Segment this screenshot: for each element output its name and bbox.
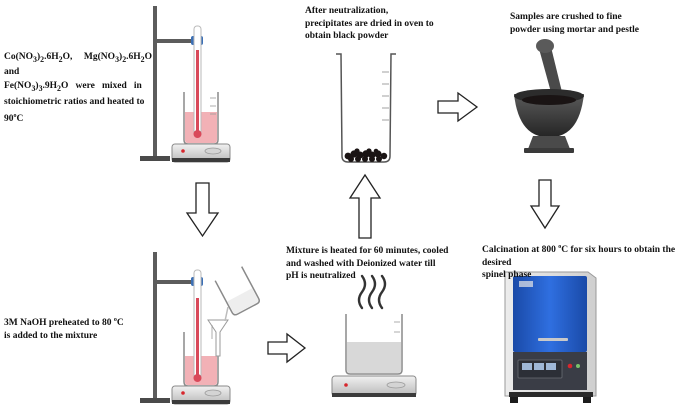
vapor-icon — [357, 274, 387, 310]
arrow-right-1-icon — [437, 91, 479, 123]
step-heating-text: Mixture is heated for 60 minutes, cooled… — [286, 245, 466, 283]
step-crushing-line2: powder using mortar and pestle — [510, 24, 639, 35]
thermometer-2-icon — [193, 269, 202, 382]
step-drying-text: After neutralization, precipitates are d… — [305, 5, 445, 43]
step-mixing-line2: Fe(NO3)3.9H2O were mixed in — [4, 80, 142, 93]
thermometer-icon — [193, 25, 202, 138]
step-calcination-line2: spinel phase — [482, 270, 532, 281]
mortar-pestle-icon — [514, 39, 584, 153]
apparatus-mixing — [140, 6, 231, 163]
arrow-right-2-icon — [267, 332, 307, 364]
step-mixing-line1: Co(NO3)2.6H2O, Mg(NO3)2.6H2O and — [4, 52, 152, 78]
arrow-down-1-icon — [185, 182, 220, 238]
arrow-up-icon — [348, 173, 382, 239]
step-drying-line1: After neutralization, — [305, 6, 389, 16]
apparatus-naoh — [140, 252, 260, 405]
arrow-down-2-icon — [529, 179, 561, 230]
step-mixing-text: Co(NO3)2.6H2O, Mg(NO3)2.6H2O and Fe(NO3)… — [4, 51, 152, 125]
mortar-icon — [514, 89, 584, 153]
step-calcination-line1: Calcination at 800 oC for six hours to o… — [482, 244, 676, 268]
step-naoh-text: 3M NaOH preheated to 80 oC is added to t… — [4, 314, 164, 342]
step-crushing-text: Samples are crushed to fine powder using… — [510, 11, 660, 36]
step-crushing-line1: Samples are crushed to fine — [510, 12, 622, 22]
step-naoh-line2: is added to the mixture — [4, 330, 98, 341]
funnel-icon — [207, 319, 229, 357]
pouring-beaker-icon — [214, 266, 260, 322]
step-heating-line3: pH is neutralized — [286, 271, 356, 281]
hotplate-2-icon — [171, 385, 231, 405]
step-drying-line3: obtain black powder — [305, 31, 389, 41]
apparatus-heating — [331, 274, 417, 397]
step-mixing-line3: stoichiometric ratios and heated to — [4, 97, 145, 108]
step-heating-line2: and washed with Deionized water till — [286, 258, 436, 269]
step-calcination-text: Calcination at 800 oC for six hours to o… — [482, 241, 682, 282]
furnace-door — [513, 276, 587, 352]
step-drying-line2: precipitates are dried in oven to — [305, 18, 434, 29]
beaker-3-icon — [345, 314, 403, 375]
hotplate-icon — [171, 143, 231, 163]
black-powder — [344, 148, 388, 162]
beaker-powder-icon — [336, 53, 396, 163]
hotplate-3-icon — [331, 375, 417, 397]
step-naoh-line1: 3M NaOH preheated to 80 oC — [4, 317, 124, 329]
step-heating-line1: Mixture is heated for 60 minutes, cooled — [286, 246, 449, 256]
oven-icon — [504, 271, 597, 403]
step-mixing-line4: 90oC — [4, 112, 24, 124]
